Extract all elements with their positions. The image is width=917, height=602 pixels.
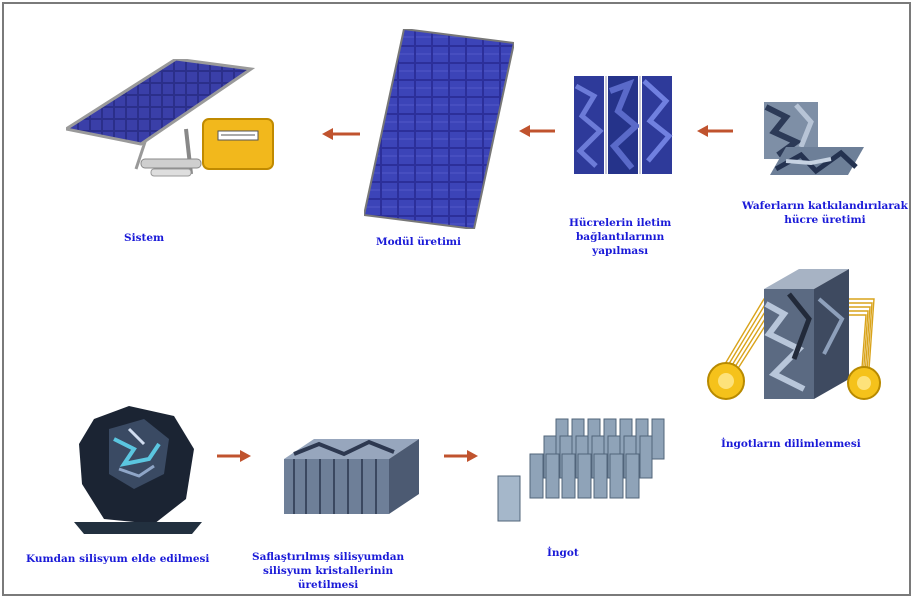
solar-system-icon	[66, 59, 281, 189]
label-sistem: Sistem	[124, 232, 165, 244]
label-hucrelerin-iletim: Hücrelerin iletim bağlantılarının yapılm…	[569, 217, 672, 257]
connected-cells-icon	[574, 76, 674, 176]
label-modul-uretimi: Modül üretimi	[376, 236, 462, 248]
label-ingot: İngot	[547, 547, 579, 559]
raw-silicon-icon	[74, 404, 204, 534]
label-kumdan-silisyum: Kumdan silisyum elde edilmesi	[26, 553, 210, 565]
silicon-crystal-block-icon	[274, 434, 422, 524]
arrow-right-icon	[217, 449, 251, 463]
arrow-left-icon	[519, 124, 557, 138]
ingots-icon	[496, 414, 676, 524]
label-ingot-dilimlenmesi: İngotların dilimlenmesi	[721, 438, 861, 450]
wafer-icon	[756, 97, 868, 187]
arrow-right-icon	[444, 449, 478, 463]
diagram-frame: Sistem Modül üretimi Hücrelerin iletim b…	[2, 2, 911, 596]
solar-module-icon	[364, 29, 514, 229]
wire-saw-ingot-icon	[704, 259, 882, 409]
label-saflastirilmis-silisyum: Saflaştırılmış silisyumdan silisyum kris…	[252, 551, 405, 591]
label-wafer-hucre-uretimi: Waferların katkılandırılarak hücre üreti…	[742, 200, 908, 226]
arrow-left-icon	[322, 127, 362, 141]
arrow-left-icon	[697, 124, 735, 138]
